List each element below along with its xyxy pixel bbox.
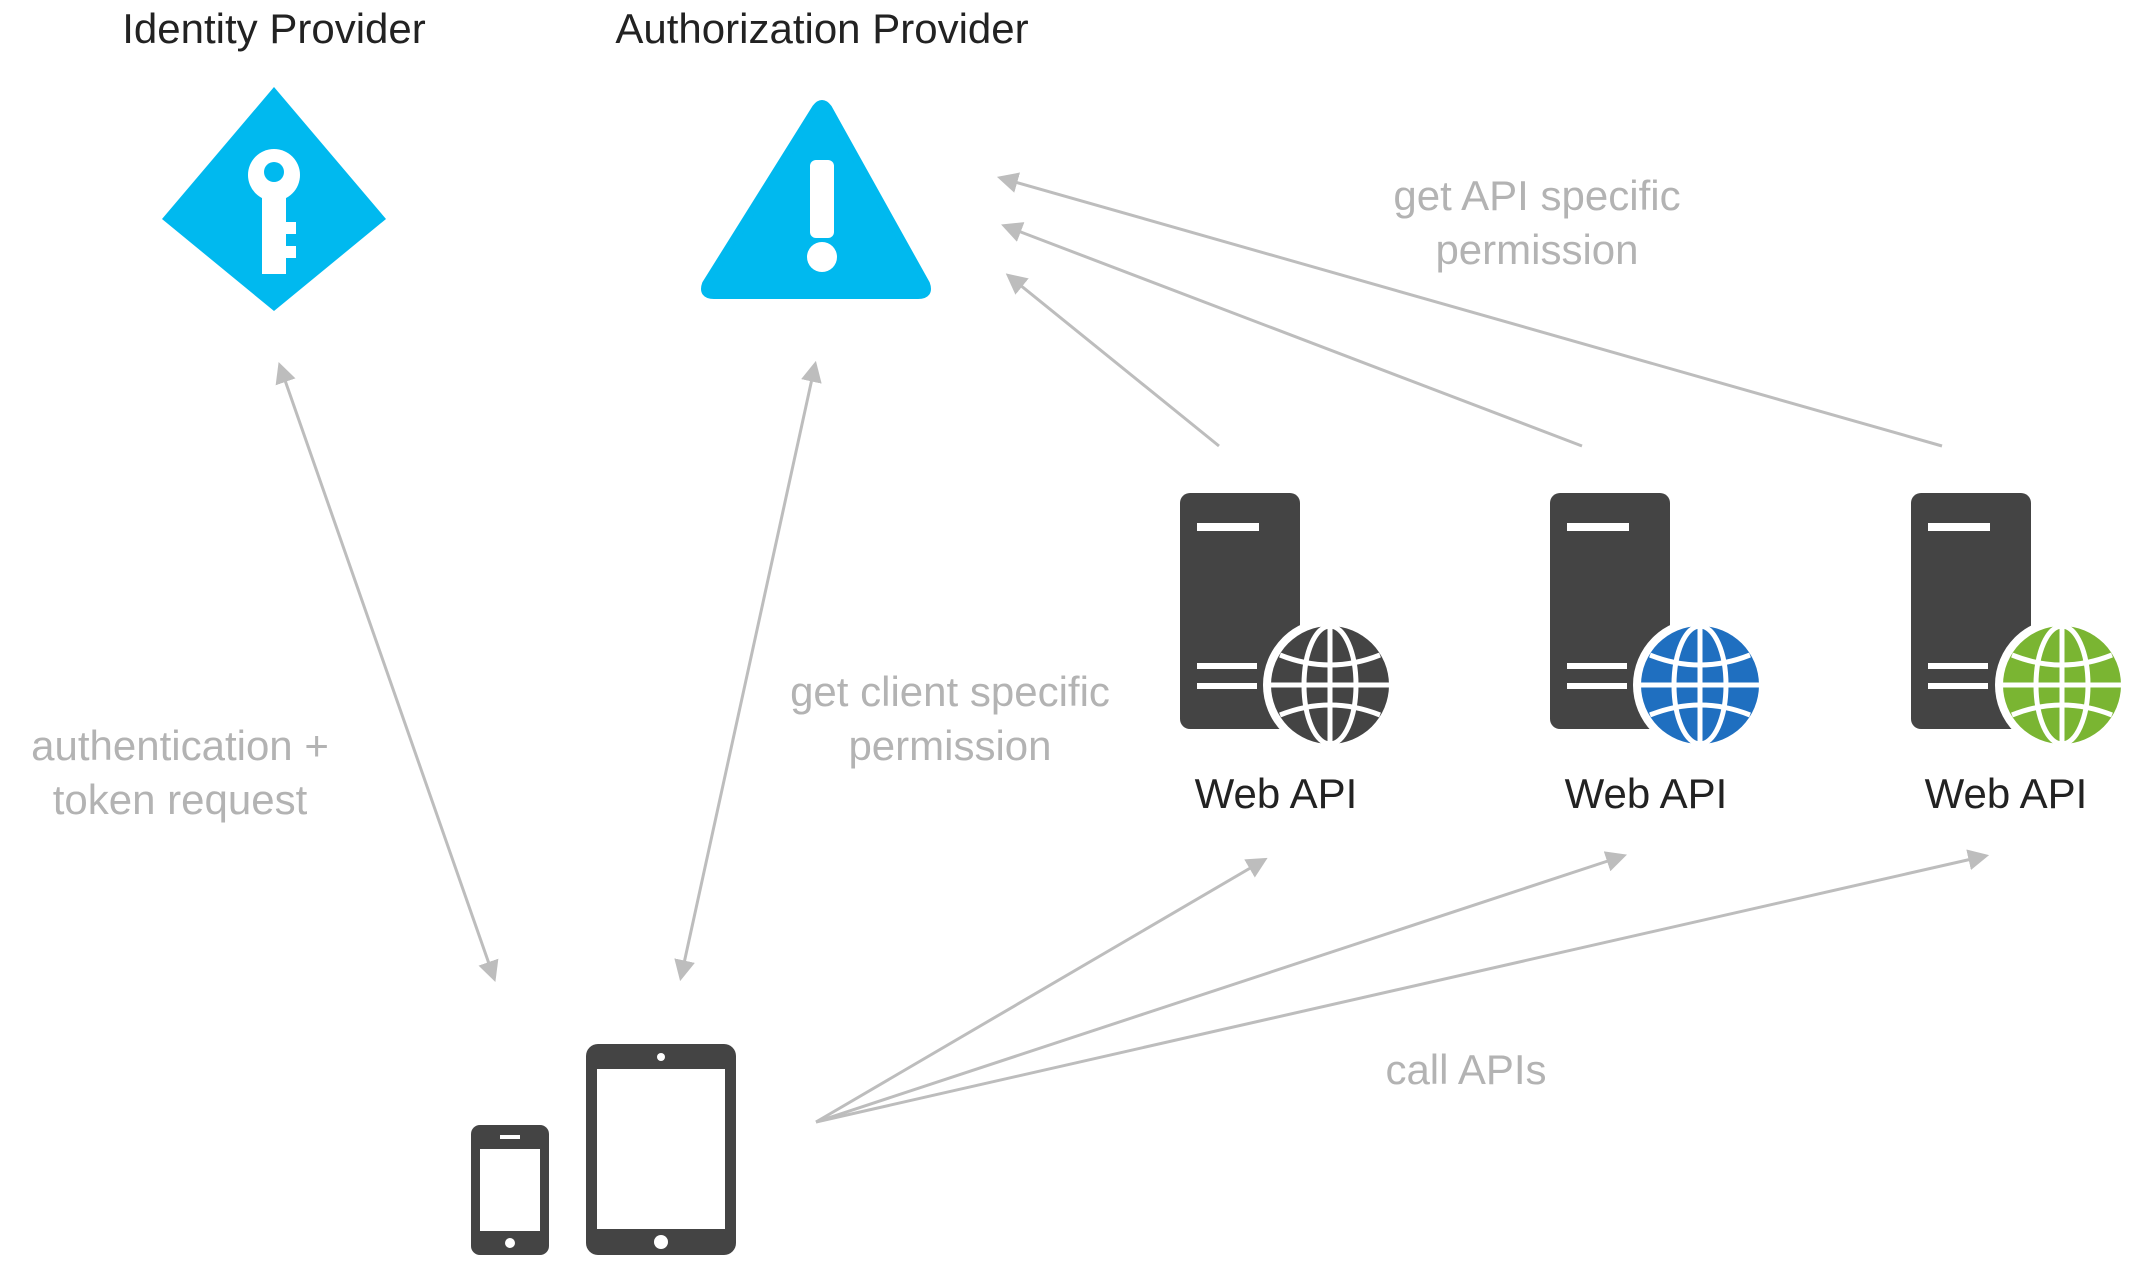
client-permission-note: get client specific permission	[790, 668, 1110, 769]
client-permission-arrow	[674, 360, 822, 982]
server-globe-icon	[1911, 493, 2129, 752]
warning-triangle-icon	[701, 100, 931, 299]
call-api-arrow	[815, 849, 1990, 1124]
web-api-label: Web API	[1195, 770, 1358, 817]
authentication-note: authentication + token request	[31, 722, 329, 823]
web-api-1: Web API	[1180, 493, 1397, 817]
api-permission-arrow	[1005, 273, 1220, 448]
web-api-label: Web API	[1565, 770, 1728, 817]
api-permission-arrow	[996, 172, 1943, 448]
api-permission-arrow	[1001, 222, 1583, 448]
server-globe-icon	[1180, 493, 1397, 752]
web-api-3: Web API	[1911, 493, 2129, 817]
call-apis-note: call APIs	[1385, 1046, 1546, 1093]
web-api-label: Web API	[1925, 770, 2088, 817]
auth-arrow	[275, 362, 499, 982]
authentication-note-line2: token request	[53, 776, 308, 823]
api-permission-note-line1: get API specific	[1393, 172, 1680, 219]
authorization-provider-title: Authorization Provider	[615, 5, 1028, 52]
phone-icon	[471, 1125, 549, 1255]
web-api-2: Web API	[1550, 493, 1767, 817]
key-diamond-icon	[162, 87, 386, 311]
api-permission-note: get API specific permission	[1393, 172, 1680, 273]
api-permission-note-line2: permission	[1435, 226, 1638, 273]
call-api-arrow	[815, 857, 1268, 1124]
identity-provider-title: Identity Provider	[122, 5, 425, 52]
server-globe-icon	[1550, 493, 1767, 752]
authentication-note-line1: authentication +	[31, 722, 329, 769]
client-permission-note-line1: get client specific	[790, 668, 1110, 715]
client-permission-note-line2: permission	[848, 722, 1051, 769]
connectors	[275, 172, 1990, 1124]
call-api-arrow	[815, 851, 1627, 1124]
client-devices	[471, 1044, 736, 1255]
tablet-icon	[586, 1044, 736, 1255]
